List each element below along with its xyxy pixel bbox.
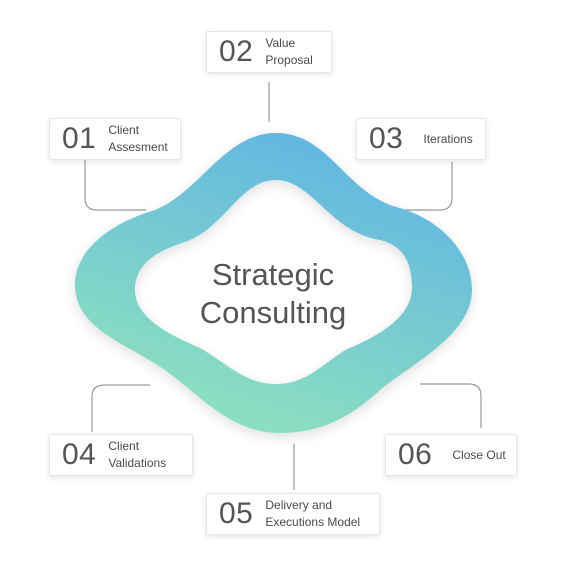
step-label-05: Delivery and Executions Model (265, 497, 360, 531)
step-card-02: 02 Value Proposal (206, 31, 332, 73)
step-label-03-line1: Iterations (423, 131, 473, 146)
step-card-05: 05 Delivery and Executions Model (206, 493, 380, 535)
step-card-01: 01 Client Assesment (49, 118, 181, 160)
step-number-03: 03 (369, 122, 404, 155)
step-label-02-line2: Proposal (265, 53, 313, 67)
step-label-05-line1: Delivery and (265, 498, 333, 512)
step-card-06: 06 Close Out (385, 434, 517, 476)
center-title: Strategic Consulting (163, 256, 383, 332)
step-label-02-line1: Value (265, 36, 296, 50)
connector-03 (392, 162, 453, 211)
step-label-06-line1: Close Out (452, 447, 506, 462)
step-label-01: Client Assesment (108, 122, 167, 156)
step-label-02: Value Proposal (265, 35, 312, 69)
center-title-line2: Consulting (199, 295, 347, 330)
step-number-02: 02 (219, 35, 254, 68)
center-title-line1: Strategic (211, 257, 335, 292)
step-number-05: 05 (219, 497, 254, 530)
connector-04 (91, 384, 150, 432)
step-number-06: 06 (398, 438, 433, 471)
step-label-06: Close Out (452, 447, 505, 464)
connector-lines (84, 82, 482, 490)
step-label-03: Iterations (423, 131, 472, 148)
connector-06 (420, 383, 482, 428)
connector-01 (84, 160, 146, 211)
step-card-03: 03 Iterations (356, 118, 486, 160)
step-number-01: 01 (62, 122, 97, 155)
step-label-04-line2: Validations (108, 456, 167, 470)
step-label-01-line2: Assesment (108, 140, 168, 154)
step-number-04: 04 (62, 438, 97, 471)
step-label-05-line2: Executions Model (265, 515, 361, 529)
step-card-04: 04 Client Validations (49, 434, 193, 476)
step-label-04: Client Validations (108, 438, 166, 472)
central-blob (75, 133, 472, 433)
step-label-01-line1: Client (108, 123, 140, 137)
step-label-04-line1: Client (108, 439, 140, 453)
